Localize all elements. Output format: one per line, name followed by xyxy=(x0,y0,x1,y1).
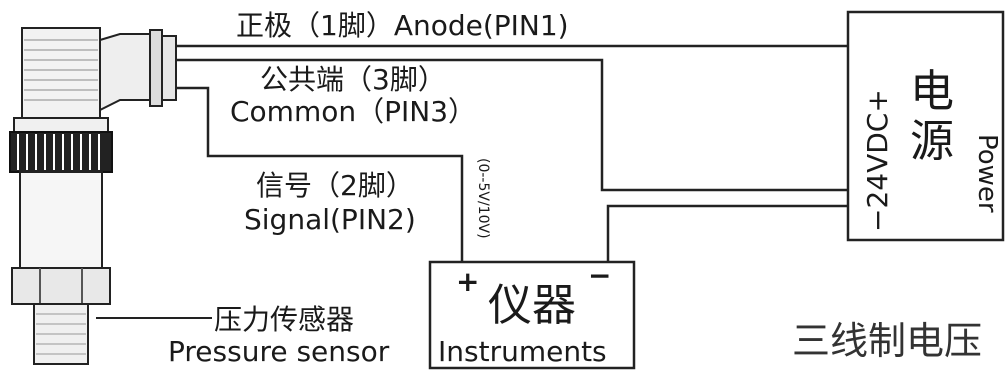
power-voltage-label: −24VDC+ xyxy=(861,89,894,232)
sensor-label-cn: 压力传感器 xyxy=(214,303,355,336)
anode-label: 正极（1脚）Anode(PIN1) xyxy=(236,9,569,42)
signal-range-label: (0--5V/10V) xyxy=(475,158,491,239)
power-label-cn-1: 电 xyxy=(910,66,954,117)
sensor-label-en: Pressure sensor xyxy=(168,335,390,368)
instrument-label-en: Instruments xyxy=(438,335,607,368)
pressure-sensor xyxy=(9,27,177,365)
signal-label-en: Signal(PIN2) xyxy=(244,203,416,236)
common-label-en: Common（PIN3） xyxy=(230,95,477,128)
signal-label-cn: 信号（2脚） xyxy=(256,169,414,202)
instrument-box xyxy=(428,260,636,370)
signal-wire xyxy=(176,86,464,262)
instrument-minus-label: − xyxy=(588,259,612,292)
power-label-en: Power xyxy=(972,134,1002,213)
common-label-cn: 公共端（3脚） xyxy=(260,63,446,96)
power-box xyxy=(846,10,1005,242)
return-wire xyxy=(606,204,848,262)
instrument-plus-label: + xyxy=(456,265,480,298)
power-label-cn-2: 源 xyxy=(910,116,954,167)
instrument-label-cn: 仪器 xyxy=(488,280,576,331)
common-wire xyxy=(176,58,848,192)
footer-title: 三线制电压 xyxy=(792,319,983,363)
